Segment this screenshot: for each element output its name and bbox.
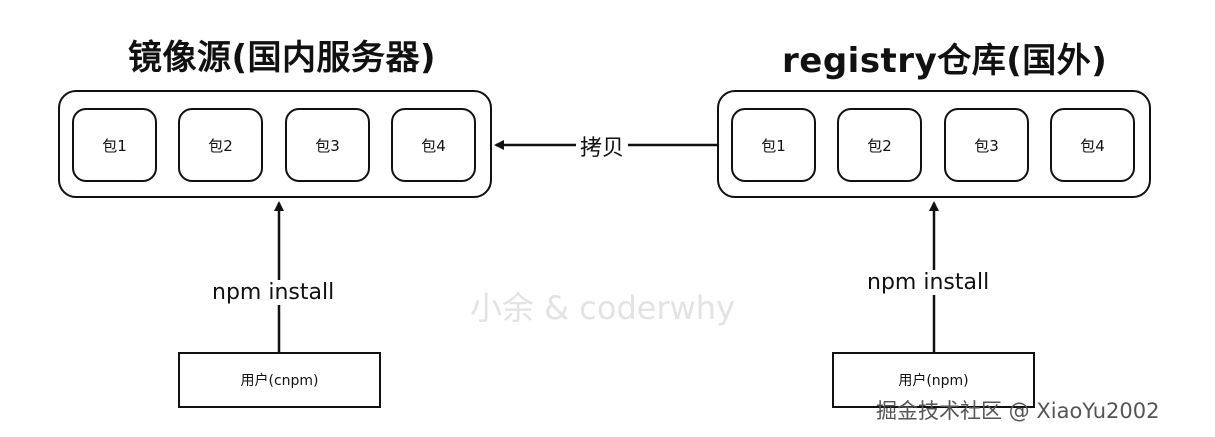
mirror-title: 镜像源(国内服务器) — [128, 38, 437, 78]
registry-container: 包1 包2 包3 包4 — [717, 90, 1151, 198]
mirror-container: 包1 包2 包3 包4 — [58, 90, 492, 198]
copy-label: 拷贝 — [576, 130, 629, 162]
registry-package-3: 包3 — [944, 108, 1029, 182]
mirror-package-3: 包3 — [285, 108, 370, 182]
npm-user-box: 用户(npm) — [832, 352, 1035, 408]
registry-package-4: 包4 — [1050, 108, 1135, 182]
mirror-package-4: 包4 — [391, 108, 476, 182]
source-label: 掘金技术社区 @ XiaoYu2002 — [876, 399, 1160, 423]
mirror-install-label: npm install — [208, 280, 339, 305]
registry-package-1: 包1 — [731, 108, 816, 182]
registry-package-2: 包2 — [837, 108, 922, 182]
mirror-package-1: 包1 — [72, 108, 157, 182]
registry-install-label: npm install — [863, 270, 994, 295]
watermark: 小余 & coderwhy — [470, 289, 736, 327]
registry-title: registry仓库(国外) — [782, 41, 1108, 81]
cnpm-user-box: 用户(cnpm) — [178, 352, 381, 408]
mirror-package-2: 包2 — [178, 108, 263, 182]
